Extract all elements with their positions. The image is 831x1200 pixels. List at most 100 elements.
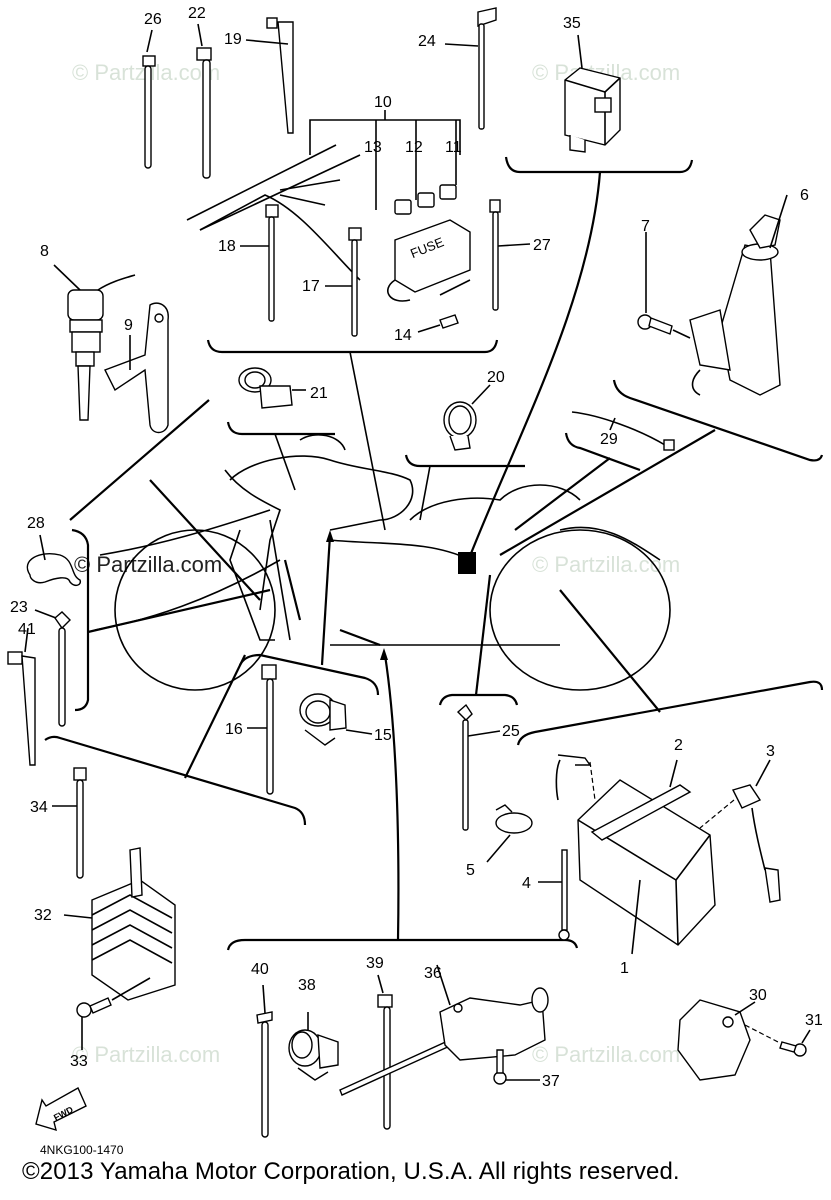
callout-4: 4 <box>522 875 531 892</box>
callout-labels: 26 22 19 10 13 12 11 24 35 18 17 14 27 7… <box>10 5 823 1090</box>
callout-37: 37 <box>542 1073 560 1090</box>
fuse-11 <box>439 184 457 200</box>
callout-8: 8 <box>40 243 49 260</box>
rectifier-regulator-32 <box>63 847 176 1001</box>
cable-tie-39 <box>377 974 393 1130</box>
callout-27: 27 <box>533 237 551 254</box>
clamp-38 <box>288 1012 339 1081</box>
bracket <box>239 653 380 696</box>
callout-26: 26 <box>144 11 162 28</box>
callout-20: 20 <box>487 369 505 386</box>
arrow-icon <box>326 530 334 542</box>
fuse-box-group: FUSE <box>186 110 531 531</box>
callout-9: 9 <box>124 317 133 334</box>
bracket <box>71 528 90 712</box>
callout-22: 22 <box>188 5 206 22</box>
cable-tie-16 <box>247 664 277 795</box>
callout-14: 14 <box>394 327 412 344</box>
cable-tie-26 <box>142 29 156 169</box>
battery-cable-3 <box>699 759 781 903</box>
callout-25: 25 <box>502 723 520 740</box>
callout-40: 40 <box>251 961 269 978</box>
callout-18: 18 <box>218 238 236 255</box>
clamp-5 <box>486 804 533 863</box>
callout-16: 16 <box>225 721 243 738</box>
callout-21: 21 <box>310 385 328 402</box>
callout-29: 29 <box>600 431 618 448</box>
leader-line <box>149 479 261 601</box>
clip-28 <box>26 534 82 587</box>
watermark: © Partzilla.com <box>74 552 222 577</box>
bracket <box>612 379 824 462</box>
band-29 <box>514 411 675 531</box>
cable-tie-25 <box>438 574 519 831</box>
callout-2: 2 <box>674 737 683 754</box>
cable-tie-22 <box>196 23 212 179</box>
callout-31: 31 <box>805 1012 823 1029</box>
watermark: © Partzilla.com <box>532 1042 680 1067</box>
callout-10: 10 <box>374 94 392 111</box>
starter-relay-30 <box>677 999 756 1081</box>
leader-line <box>320 534 332 666</box>
cable-tie-24 <box>444 7 497 130</box>
screw-7 <box>637 232 691 339</box>
leader-line <box>184 654 246 779</box>
drawing-code: 4NKG100-1470 <box>40 1143 124 1157</box>
watermark: © Partzilla.com <box>532 552 680 577</box>
callout-12: 12 <box>405 139 423 156</box>
watermark: © Partzilla.com <box>72 1042 220 1067</box>
leader-line <box>383 654 400 941</box>
callout-33: 33 <box>70 1053 88 1070</box>
callout-28: 28 <box>27 515 45 532</box>
fuse-box <box>394 219 471 293</box>
callout-6: 6 <box>800 187 809 204</box>
battery-band-2 <box>590 784 692 841</box>
callout-30: 30 <box>749 987 767 1004</box>
cable-tie-40 <box>256 984 273 1138</box>
bolt-31 <box>744 1024 811 1057</box>
callout-3: 3 <box>766 743 775 760</box>
callout-7: 7 <box>641 218 650 235</box>
clamp-15 <box>299 693 373 746</box>
rod <box>339 1039 453 1096</box>
arrow-icon <box>380 648 388 660</box>
callout-32: 32 <box>34 907 52 924</box>
bracket <box>44 735 307 826</box>
bracket <box>226 938 579 951</box>
band-41 <box>7 627 36 766</box>
bolt-33 <box>76 977 151 1050</box>
callout-5: 5 <box>466 862 475 879</box>
battery-cable-4 <box>538 754 596 941</box>
fwd-arrow-icon: FWD <box>35 1087 87 1132</box>
screw-37 <box>493 1049 540 1085</box>
fuse-13 <box>394 199 412 215</box>
callout-41: 41 <box>18 621 36 638</box>
callout-35: 35 <box>563 15 581 32</box>
bracket-9 <box>104 302 169 434</box>
clamp-20 <box>404 384 525 521</box>
bracket <box>516 680 824 746</box>
callout-23: 23 <box>10 599 28 616</box>
callout-1: 1 <box>620 960 629 977</box>
callout-13: 13 <box>364 139 382 156</box>
leader-line <box>559 589 661 713</box>
motorcycle-frame-sketch <box>94 434 671 691</box>
callout-39: 39 <box>366 955 384 972</box>
leader-line <box>499 429 716 556</box>
leader-line <box>69 399 210 521</box>
ignition-switch-6 <box>689 194 788 396</box>
callout-17: 17 <box>302 278 320 295</box>
battery-1 <box>577 759 716 955</box>
callout-19: 19 <box>224 31 242 48</box>
cable-tie-19 <box>245 17 294 134</box>
harness-connector <box>458 552 476 574</box>
fuse-12 <box>417 192 435 208</box>
clamp-21 <box>226 367 335 491</box>
cable-tie-34 <box>52 767 87 879</box>
cable-tie-23 <box>34 609 71 727</box>
copyright-notice: ©2013 Yamaha Motor Corporation, U.S.A. A… <box>22 1158 680 1185</box>
callout-36: 36 <box>424 965 442 982</box>
sender-8 <box>53 264 136 421</box>
callout-15: 15 <box>374 727 392 744</box>
